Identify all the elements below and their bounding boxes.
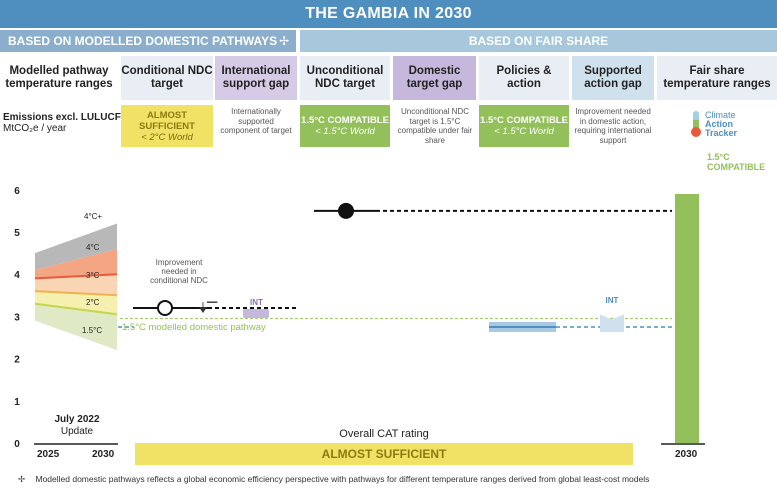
modelled-range-bands	[35, 223, 117, 351]
footnote-mark: ✢	[18, 474, 26, 484]
col-modelled-pathway: Modelled pathway temperature ranges	[5, 65, 113, 90]
overall-rating-label: Overall CAT rating	[339, 428, 429, 440]
int-label-conditional: INT	[250, 298, 263, 307]
footnote-text: Modelled domestic pathways reflects a gl…	[35, 474, 650, 484]
modelled-pathway-label: 1.5°C modelled domestic pathway	[122, 322, 266, 333]
logo-line1: Climate	[705, 109, 736, 120]
band-2	[35, 274, 117, 296]
y-axis-ticks: 0 1 2 3 4 5 6	[14, 186, 20, 450]
y-axis-label-line2: MtCO₂e / year	[3, 123, 67, 134]
y-tick-0: 0	[14, 439, 20, 450]
thermometer-icon	[691, 111, 701, 137]
band-left-mark: ✢	[279, 34, 290, 48]
cat-logo: Climate Action Tracker	[690, 110, 737, 138]
update-note-line2: Update	[60, 426, 94, 437]
page-title: THE GAMBIA IN 2030	[0, 0, 777, 28]
rating-unconditional-sub: < 1.5°C World	[315, 126, 375, 137]
band-fair-share: BASED ON FAIR SHARE	[300, 30, 777, 52]
col-domestic-target-gap: Domestic target gap	[393, 56, 476, 100]
annotation-improvement: Improvement needed in conditional NDC	[150, 258, 208, 285]
rating-policies-title: 1.5°C COMPATIBLE	[480, 115, 568, 126]
band-label-4c: 4°C	[86, 243, 100, 252]
y-tick-4: 4	[14, 270, 20, 281]
band-boundary-1	[34, 290, 118, 297]
band-boundary-2	[34, 273, 118, 280]
logo-line2: Action	[705, 118, 733, 129]
overall-rating-value: ALMOST SUFFICIENT	[135, 443, 633, 465]
band-label-4c-plus: 4°C+	[84, 212, 103, 221]
col-supported-action-gap: Supported action gap	[572, 56, 654, 100]
band-left-label: BASED ON MODELLED DOMESTIC PATHWAYS	[8, 34, 278, 48]
band-1	[35, 291, 117, 315]
footnote: ✢ Modelled domestic pathways reflects a …	[18, 474, 649, 485]
fair-share-bar	[675, 194, 699, 443]
col-intl-support-gap: International support gap	[215, 56, 297, 100]
rating-unconditional-ndc: 1.5°C COMPATIBLE < 1.5°C World	[300, 105, 390, 147]
rating-policies-action: 1.5°C COMPATIBLE < 1.5°C World	[479, 105, 569, 147]
y-axis-label-line1: Emissions excl. LULUCF	[3, 112, 121, 123]
band-label-2c: 2°C	[86, 298, 100, 307]
int-label-supported: INT	[605, 296, 619, 305]
improvement-bracket	[207, 301, 218, 303]
band-4	[35, 223, 117, 270]
band-boundary-0	[34, 302, 118, 316]
band-0	[35, 303, 117, 351]
y-tick-6: 6	[14, 186, 20, 197]
int-badge-supported	[600, 314, 624, 332]
y-axis-label: Emissions excl. LULUCF MtCO₂e / year	[3, 112, 121, 134]
band-label-1-5c: 1.5°C	[82, 326, 103, 335]
band-label-3c: 3°C	[86, 271, 100, 280]
col-unconditional-ndc: Unconditional NDC target	[300, 56, 390, 100]
y-tick-3: 3	[14, 312, 20, 323]
update-note: July 2022 Update	[40, 414, 114, 438]
rating-conditional-sub: < 2°C World	[141, 131, 193, 143]
rating-unconditional-title: 1.5°C COMPATIBLE	[301, 115, 389, 126]
col-policies-action: Policies & action	[479, 56, 569, 100]
conditional-target-marker	[157, 299, 173, 316]
desc-supported-gap: Improvement needed in domestic action, r…	[574, 107, 652, 145]
chart-marks	[34, 194, 705, 445]
rating-policies-sub: < 1.5°C World	[494, 126, 554, 137]
desc-domestic-gap: Unconditional NDC target is 1.5°C compat…	[397, 107, 473, 145]
x-label-2030: 2030	[92, 449, 115, 460]
col-fair-share-ranges: Fair share temperature ranges	[657, 56, 777, 100]
rating-conditional-ndc: ALMOST SUFFICIENT < 2°C World	[121, 105, 213, 147]
band-modelled-domestic: BASED ON MODELLED DOMESTIC PATHWAYS ✢	[0, 30, 296, 52]
y-tick-1: 1	[14, 397, 20, 408]
fair-share-bar-label: 1.5°C	[678, 152, 699, 161]
modelled-range-boundaries	[34, 273, 118, 316]
rating-conditional-title: ALMOST SUFFICIENT	[139, 109, 195, 132]
y-tick-2: 2	[14, 355, 20, 366]
x-label-fair-2030: 2030	[675, 449, 698, 460]
desc-intl-support: Internationally supported component of t…	[220, 107, 292, 135]
x-label-2025: 2025	[37, 449, 60, 460]
improvement-arrow-head	[199, 306, 207, 313]
fair-share-compatible-label: 1.5°C COMPATIBLE	[707, 152, 766, 172]
col-conditional-ndc: Conditional NDC target	[121, 56, 213, 100]
int-badge-conditional	[243, 308, 269, 318]
band-3	[35, 248, 117, 279]
update-note-line1: July 2022	[54, 414, 100, 425]
logo-line3: Tracker	[705, 127, 738, 138]
unconditional-target-marker	[338, 202, 354, 219]
y-tick-5: 5	[14, 228, 20, 239]
